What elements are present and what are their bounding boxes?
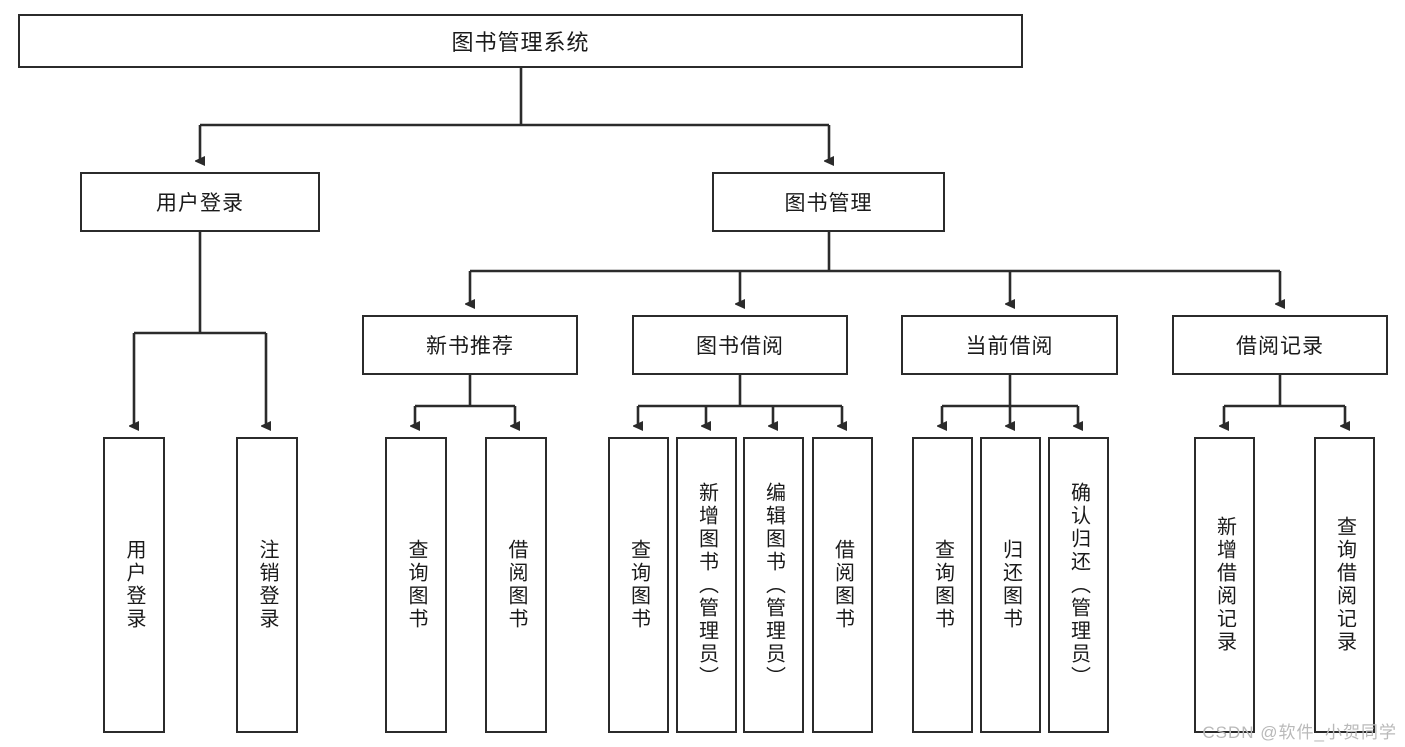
node-label: 查询借阅记录 bbox=[1333, 516, 1356, 654]
node-user-login[interactable]: 用户登录 bbox=[80, 172, 320, 232]
node-label: 图书借阅 bbox=[696, 335, 784, 358]
node-label: 注销登录 bbox=[256, 539, 278, 631]
node-label: 新书推荐 bbox=[426, 335, 514, 358]
node-book-borrow[interactable]: 图书借阅 bbox=[632, 315, 848, 375]
node-label: 借阅记录 bbox=[1236, 335, 1324, 358]
leaf-query-borrow-record[interactable]: 查询借阅记录 bbox=[1314, 437, 1375, 733]
node-root-system[interactable]: 图书管理系统 bbox=[18, 14, 1023, 68]
node-label: 用户登录 bbox=[123, 539, 145, 631]
node-label: 查询图书 bbox=[405, 539, 427, 631]
node-label: 新增借阅记录 bbox=[1213, 516, 1236, 654]
leaf-add-book-admin[interactable]: 新增图书（管理员） bbox=[676, 437, 737, 733]
node-current-borrow[interactable]: 当前借阅 bbox=[901, 315, 1118, 375]
leaf-edit-book-admin[interactable]: 编辑图书（管理员） bbox=[743, 437, 804, 733]
node-label: 图书管理 bbox=[784, 192, 873, 215]
leaf-logout-login[interactable]: 注销登录 bbox=[236, 437, 298, 733]
leaf-add-borrow-record[interactable]: 新增借阅记录 bbox=[1194, 437, 1255, 733]
node-book-manage[interactable]: 图书管理 bbox=[712, 172, 945, 232]
node-new-book-recommend[interactable]: 新书推荐 bbox=[362, 315, 578, 375]
node-label: 当前借阅 bbox=[965, 335, 1054, 358]
node-label: 图书管理系统 bbox=[451, 30, 590, 55]
node-label: 借阅图书 bbox=[831, 539, 854, 631]
node-borrow-record[interactable]: 借阅记录 bbox=[1172, 315, 1388, 375]
leaf-user-login[interactable]: 用户登录 bbox=[103, 437, 165, 733]
node-label: 查询图书 bbox=[627, 539, 650, 631]
leaf-query-book-current[interactable]: 查询图书 bbox=[912, 437, 973, 733]
leaf-query-book-recommend[interactable]: 查询图书 bbox=[385, 437, 447, 733]
node-label: 归还图书 bbox=[999, 539, 1022, 631]
leaf-confirm-return-admin[interactable]: 确认归还（管理员） bbox=[1048, 437, 1109, 733]
node-label: 借阅图书 bbox=[505, 539, 527, 631]
leaf-borrow-book-recommend[interactable]: 借阅图书 bbox=[485, 437, 547, 733]
leaf-return-book[interactable]: 归还图书 bbox=[980, 437, 1041, 733]
node-label: 确认归还（管理员） bbox=[1067, 481, 1090, 689]
leaf-borrow-book-borrow[interactable]: 借阅图书 bbox=[812, 437, 873, 733]
node-label: 新增图书（管理员） bbox=[695, 481, 718, 689]
leaf-query-book-borrow[interactable]: 查询图书 bbox=[608, 437, 669, 733]
node-label: 编辑图书（管理员） bbox=[762, 481, 785, 689]
node-label: 用户登录 bbox=[156, 192, 244, 215]
node-label: 查询图书 bbox=[931, 539, 954, 631]
